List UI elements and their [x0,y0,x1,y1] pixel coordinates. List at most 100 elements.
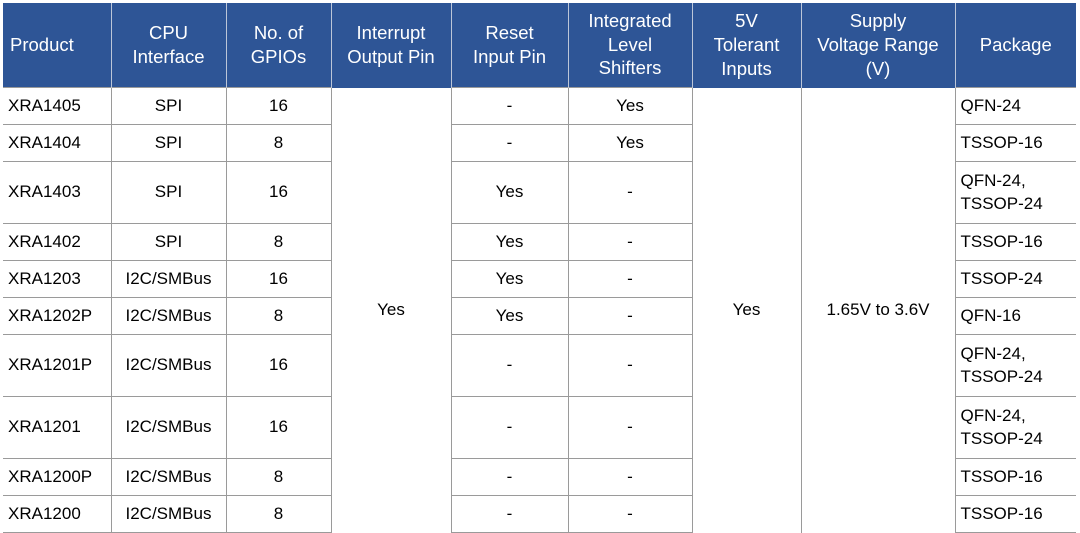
cell-cpu-interface: SPI [110,161,227,225]
cell-gpio-count: 16 [225,87,332,126]
cell-5v-tolerant-inputs-merged: Yes [691,87,802,533]
cell-reset-input-pin: - [450,495,569,533]
cell-product: XRA1200 [3,495,112,533]
column-header-cpu-interface: CPU Interface [111,3,227,88]
cell-gpio-count: 8 [225,495,332,533]
cell-level-shifters: - [567,495,693,533]
column-header-tolerant-line2: Tolerant [713,33,780,55]
cell-package: QFN-16 [954,297,1076,336]
cell-product: XRA1201 [3,396,112,460]
table-header-row: Product CPU Interface No. of GPIOs Inter… [3,3,1076,88]
column-header-package-line1: Package [979,33,1052,55]
column-header-cpu-line2: Interface [132,45,205,67]
cell-gpio-count: 16 [225,396,332,460]
column-header-interrupt-line1: Interrupt [356,22,426,44]
column-header-5v-tolerant-inputs: 5V Tolerant Inputs [692,3,802,88]
column-header-interrupt-line2: Output Pin [347,45,435,67]
column-header-level-line3: Shifters [598,57,662,79]
column-header-gpio-line2: GPIOs [250,45,307,67]
cell-product: XRA1405 [3,87,112,126]
cell-cpu-interface: SPI [110,124,227,163]
cell-level-shifters: Yes [567,87,693,126]
cell-level-shifters: - [567,260,693,299]
cell-reset-input-pin: - [450,87,569,126]
cell-level-shifters: Yes [567,124,693,163]
cell-package: TSSOP-16 [954,458,1076,497]
cell-reset-input-pin: - [450,396,569,460]
table-header: Product CPU Interface No. of GPIOs Inter… [3,3,1076,88]
cell-level-shifters: - [567,396,693,460]
cell-level-shifters: - [567,223,693,262]
column-header-integrated-level-shifters: Integrated Level Shifters [568,3,693,88]
cell-level-shifters: - [567,458,693,497]
cell-package: TSSOP-16 [954,124,1076,163]
cell-cpu-interface: SPI [110,223,227,262]
cell-product: XRA1402 [3,223,112,262]
cell-cpu-interface: I2C/SMBus [110,260,227,299]
column-header-supply-line2: Voltage Range [817,33,939,55]
cell-gpio-count: 8 [225,458,332,497]
cell-cpu-interface: I2C/SMBus [110,396,227,460]
cell-package: TSSOP-16 [954,223,1076,262]
cell-reset-input-pin: Yes [450,223,569,262]
cell-reset-input-pin: Yes [450,260,569,299]
cell-package: QFN-24 [954,87,1076,126]
column-header-interrupt-output-pin: Interrupt Output Pin [331,3,452,88]
cell-cpu-interface: I2C/SMBus [110,495,227,533]
cell-reset-input-pin: - [450,334,569,398]
cell-gpio-count: 8 [225,297,332,336]
column-header-gpio-line1: No. of [253,21,304,43]
cell-product: XRA1403 [3,161,112,225]
cell-supply-voltage-range-merged: 1.65V to 3.6V [800,87,956,533]
cell-package: TSSOP-16 [954,495,1076,533]
cell-package: QFN-24, TSSOP-24 [954,396,1076,460]
product-comparison-table: Product CPU Interface No. of GPIOs Inter… [3,3,1076,533]
column-header-reset-line1: Reset [485,21,534,43]
column-header-reset-line2: Input Pin [472,45,547,67]
cell-reset-input-pin: - [450,124,569,163]
cell-interrupt-output-pin-merged: Yes [330,87,452,533]
cell-reset-input-pin: - [450,458,569,497]
cell-gpio-count: 16 [225,334,332,398]
column-header-product: Product [3,3,112,88]
column-header-level-line2: Level [607,33,653,55]
cell-product: XRA1200P [3,458,112,497]
cell-product: XRA1201P [3,334,112,398]
cell-gpio-count: 8 [225,124,332,163]
column-header-cpu-line1: CPU [148,21,189,43]
cell-level-shifters: - [567,161,693,225]
column-header-tolerant-line3: Inputs [721,57,772,79]
cell-gpio-count: 8 [225,223,332,262]
cell-package: QFN-24, TSSOP-24 [954,334,1076,398]
cell-gpio-count: 16 [225,260,332,299]
column-header-product-line1: Product [10,33,74,55]
cell-reset-input-pin: Yes [450,161,569,225]
cell-cpu-interface: I2C/SMBus [110,458,227,497]
column-header-supply-line1: Supply [849,10,907,32]
cell-cpu-interface: SPI [110,87,227,126]
column-header-package: Package [955,3,1076,88]
cell-level-shifters: - [567,297,693,336]
cell-cpu-interface: I2C/SMBus [110,297,227,336]
cell-product: XRA1202P [3,297,112,336]
cell-package: QFN-24, TSSOP-24 [954,161,1076,225]
product-comparison-table-container: Product CPU Interface No. of GPIOs Inter… [3,3,1076,533]
column-header-supply-voltage-range: Supply Voltage Range (V) [801,3,956,88]
column-header-gpio-count: No. of GPIOs [226,3,332,88]
column-header-reset-input-pin: Reset Input Pin [451,3,569,88]
column-header-supply-line3: (V) [865,57,891,79]
cell-reset-input-pin: Yes [450,297,569,336]
column-header-tolerant-line1: 5V [735,10,758,32]
cell-product: XRA1404 [3,124,112,163]
column-header-level-line1: Integrated [588,10,672,31]
cell-level-shifters: - [567,334,693,398]
cell-gpio-count: 16 [225,161,332,225]
cell-product: XRA1203 [3,260,112,299]
